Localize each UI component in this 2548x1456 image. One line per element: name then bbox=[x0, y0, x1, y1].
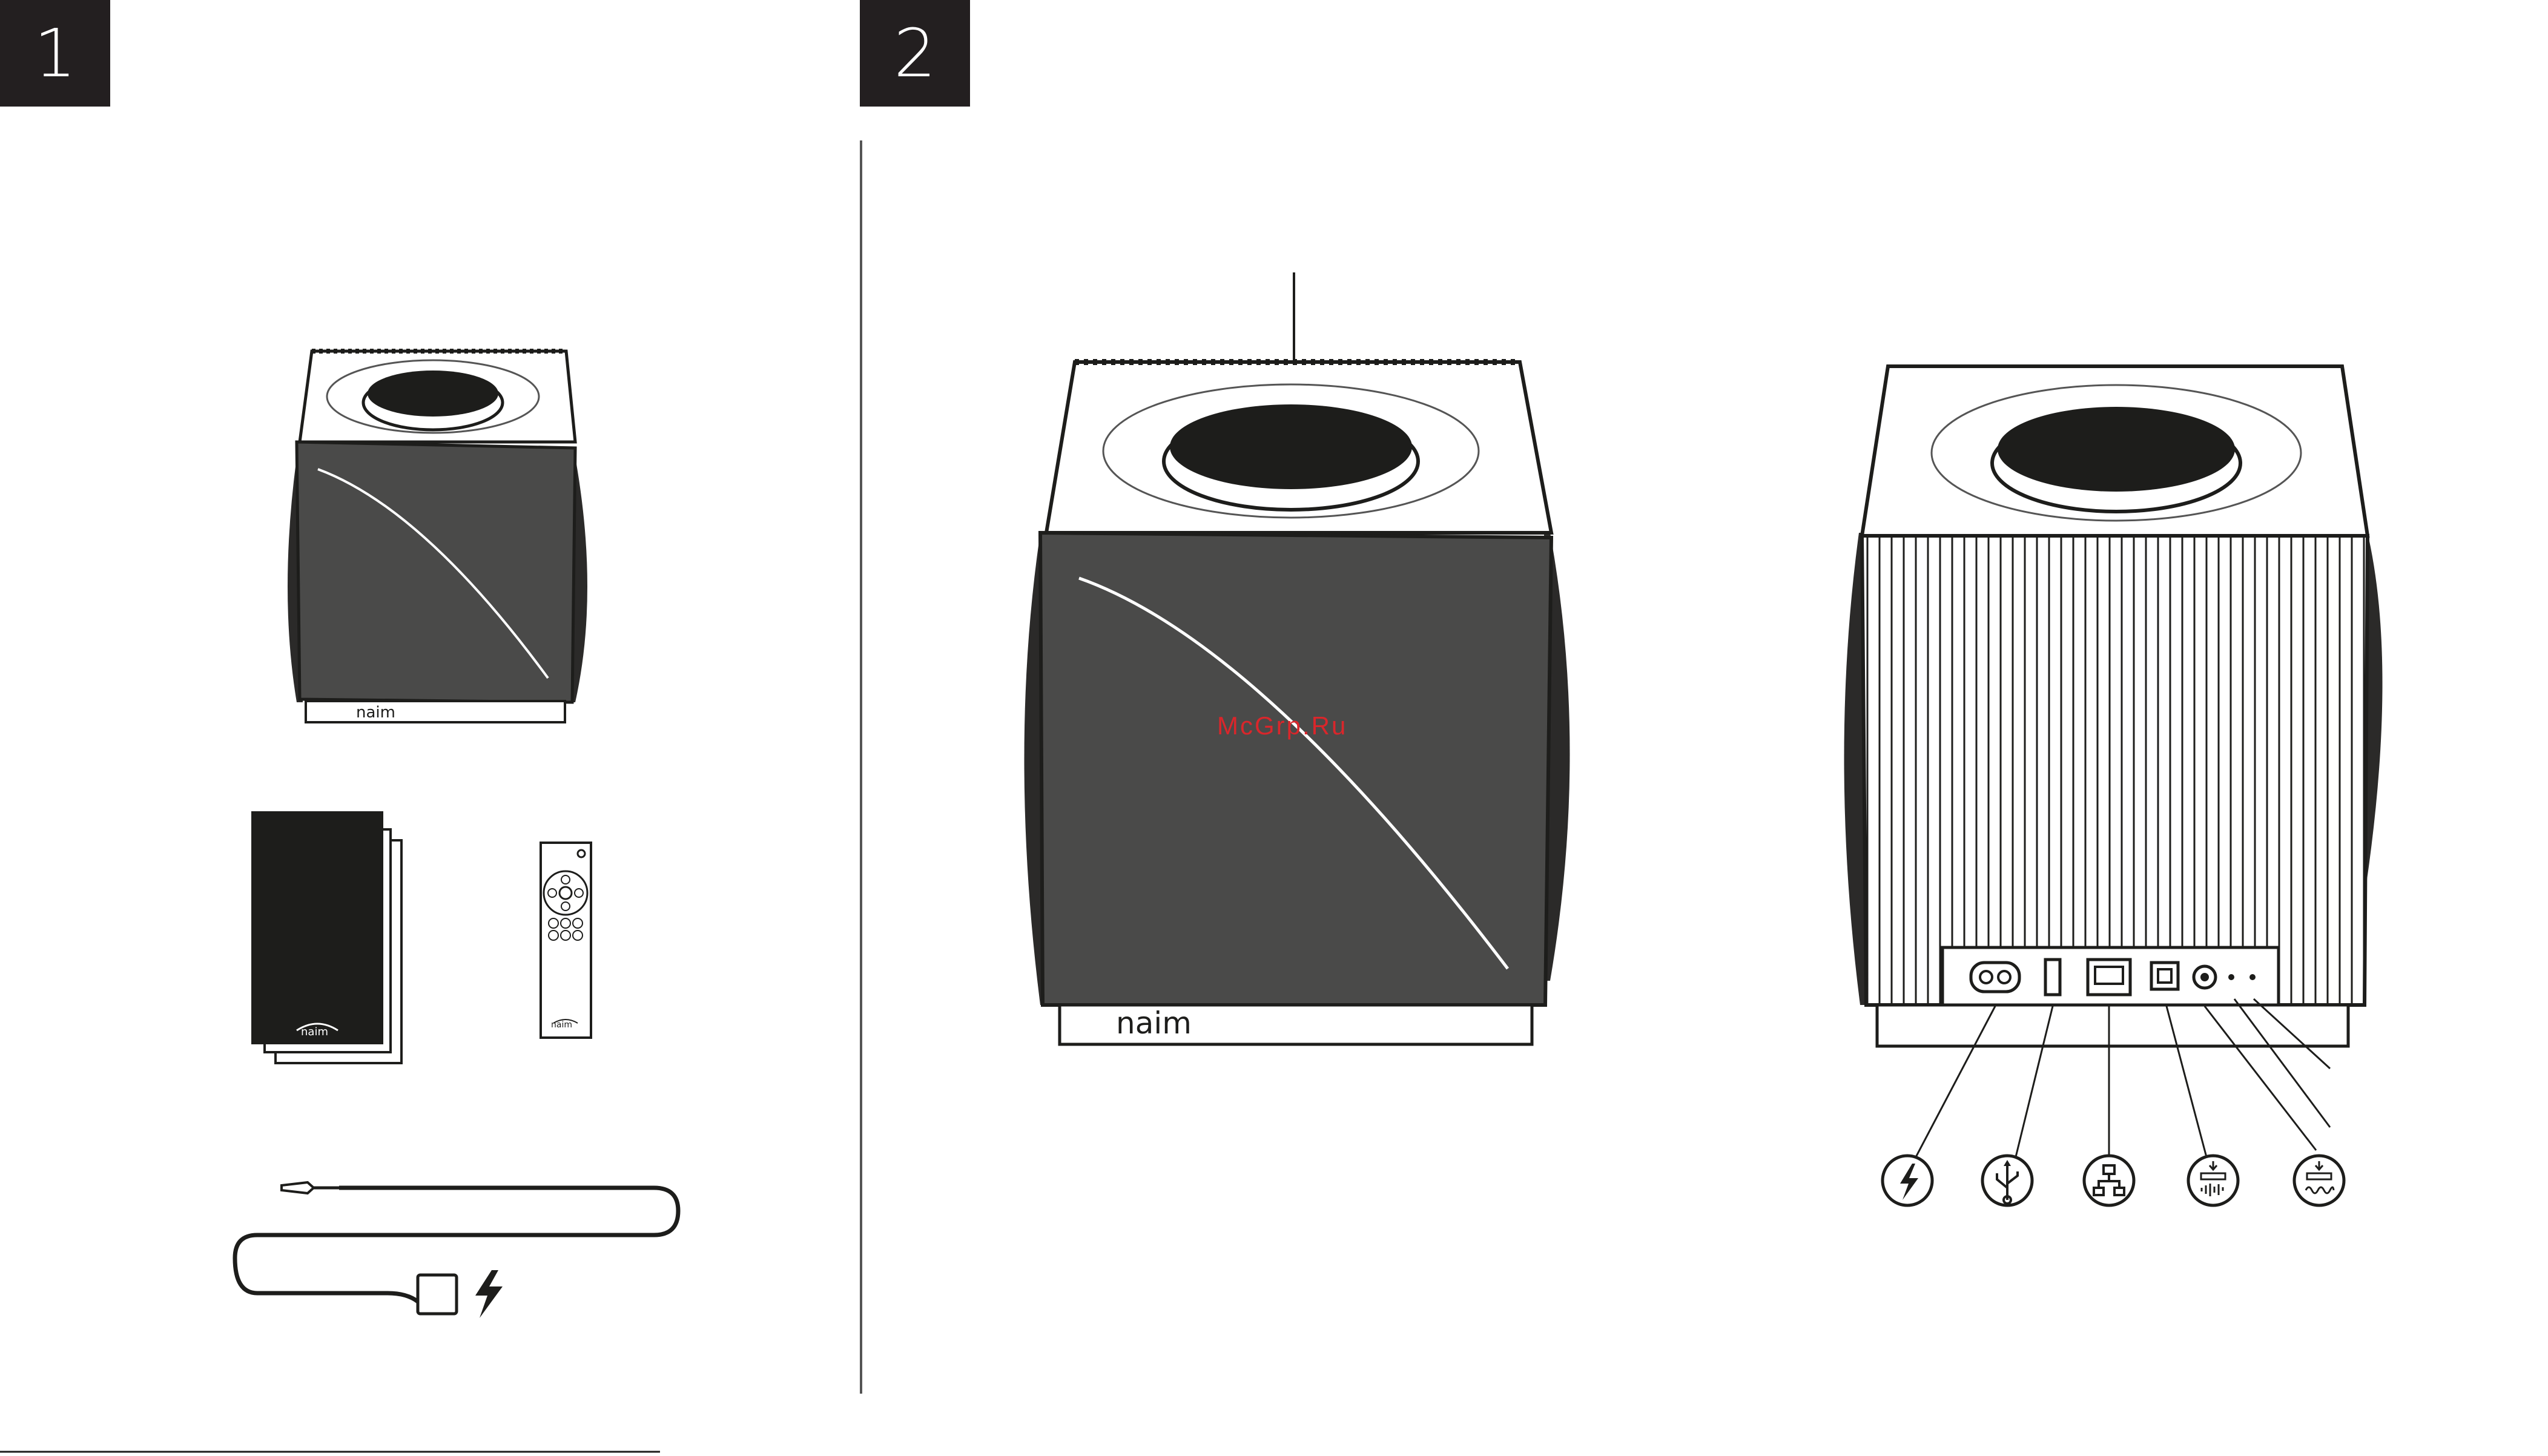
usb-port bbox=[2045, 960, 2060, 995]
optical-digital-input-icon bbox=[2188, 1156, 2238, 1205]
speaker-large-rear bbox=[1844, 366, 2382, 1205]
remote-control: naim bbox=[541, 843, 591, 1038]
ethernet-port bbox=[2088, 960, 2130, 995]
brand-logo-remote: naim bbox=[551, 1020, 572, 1030]
ethernet-network-icon bbox=[2084, 1156, 2134, 1205]
power-lightning-icon bbox=[475, 1270, 503, 1318]
speaker-large-front: naim bbox=[1025, 272, 1570, 1044]
analogue-input-icon bbox=[2294, 1156, 2344, 1205]
usb-icon bbox=[1982, 1156, 2032, 1205]
optical-port bbox=[2151, 963, 2178, 989]
brand-logo-large: naim bbox=[1116, 1006, 1192, 1041]
reset-pinhole bbox=[2228, 974, 2234, 980]
status-led bbox=[2249, 974, 2256, 980]
brand-logo-booklet: naim bbox=[301, 1026, 328, 1038]
power-lightning-icon bbox=[1883, 1156, 1932, 1205]
speaker-small-front: naim bbox=[288, 351, 587, 722]
power-socket bbox=[1971, 963, 2019, 992]
watermark-text: McGrp.Ru bbox=[1217, 711, 1347, 740]
power-cable bbox=[235, 1182, 678, 1318]
brand-logo-small: naim bbox=[356, 703, 395, 722]
manual-booklet: naim bbox=[251, 811, 401, 1063]
